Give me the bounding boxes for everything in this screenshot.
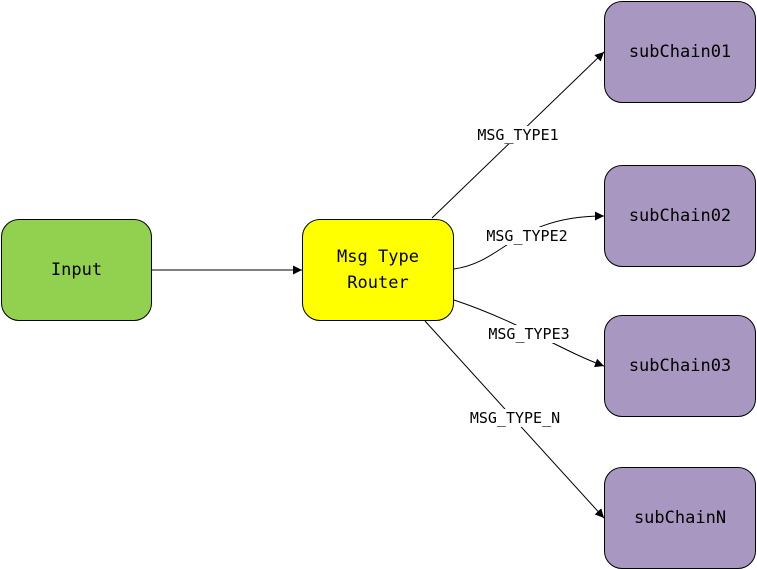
subchain03-node[interactable]: subChain03 [604, 315, 756, 417]
input-node[interactable]: Input [1, 219, 152, 321]
msg-type-router-node[interactable]: Msg Type Router [302, 219, 454, 321]
subchain01-node[interactable]: subChain01 [604, 1, 756, 103]
subchainn-node[interactable]: subChainN [604, 467, 756, 569]
edge-label-msg-type1: MSG_TYPE1 [476, 126, 560, 144]
edge-label-msg-type3: MSG_TYPE3 [487, 325, 571, 343]
edge-label-msg-type2: MSG_TYPE2 [485, 227, 569, 245]
edge-label-msg-type-n: MSG_TYPE_N [468, 409, 562, 427]
subchain02-node[interactable]: subChain02 [604, 165, 756, 267]
